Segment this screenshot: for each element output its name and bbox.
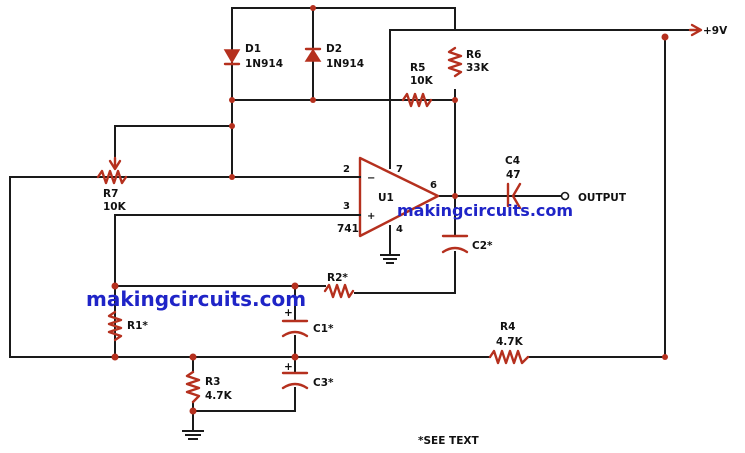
- d1-part: 1N914: [245, 58, 283, 70]
- wires: [9, 7, 701, 431]
- supply-label: +9V: [703, 25, 728, 37]
- opamp-plus: +: [367, 211, 375, 222]
- junction-dot: [452, 193, 458, 199]
- junction-dot: [310, 5, 316, 11]
- junction-dot: [661, 33, 669, 41]
- resistor-icon: [488, 349, 530, 365]
- r1-ref: R1*: [127, 320, 148, 332]
- junction-dot: [111, 282, 119, 290]
- r3-ref: R3: [205, 376, 220, 388]
- pin-6: 6: [430, 180, 437, 191]
- c4-ref: C4: [505, 155, 520, 167]
- resistor-icon: [447, 46, 463, 78]
- c1-polarity: +: [284, 307, 293, 319]
- junction-dot: [229, 97, 235, 103]
- c4-value: 47: [506, 169, 521, 181]
- junction-dot: [229, 174, 235, 180]
- r7-value: 10K: [103, 201, 127, 213]
- u1-part: 741: [337, 223, 359, 235]
- resistor-r2: R2*: [323, 272, 355, 299]
- c1-ref: C1*: [313, 323, 334, 335]
- resistor-icon: [323, 283, 355, 299]
- diode-d1: D1 1N914: [223, 43, 283, 70]
- capacitor-icon: [506, 182, 522, 210]
- r4-ref: R4: [500, 321, 515, 333]
- output-label: OUTPUT: [578, 192, 627, 204]
- capacitor-icon: [281, 371, 309, 390]
- r5-ref: R5: [410, 62, 425, 74]
- resistor-r3: R3 4.7K: [185, 370, 233, 404]
- r3-value: 4.7K: [205, 390, 233, 402]
- r4-value: 4.7K: [496, 336, 524, 348]
- resistor-r4: R4 4.7K: [488, 321, 530, 365]
- resistor-icon: [185, 370, 201, 404]
- capacitor-c1: + C1*: [281, 307, 334, 338]
- resistor-r5: R5 10K: [401, 62, 434, 108]
- c3-ref: C3*: [313, 377, 334, 389]
- opamp-icon: [358, 156, 440, 238]
- junction-dot: [189, 353, 197, 361]
- r2-ref: R2*: [327, 272, 348, 284]
- c3-polarity: +: [284, 361, 293, 373]
- opamp-u1: − + U1 741 2 3 7 4 6: [337, 156, 440, 238]
- c2-ref: C2*: [472, 240, 493, 252]
- watermark-bottom: makingcircuits.com: [86, 287, 306, 311]
- diode-icon: [304, 48, 322, 62]
- wiper-arrow-icon: [108, 156, 122, 171]
- resistor-icon: [401, 92, 433, 108]
- d1-ref: D1: [245, 43, 261, 55]
- d2-ref: D2: [326, 43, 342, 55]
- junction-dot: [229, 123, 235, 129]
- junction-dot: [662, 354, 668, 360]
- junction-dot: [189, 407, 197, 415]
- resistor-r6: R6 33K: [447, 46, 490, 78]
- u1-ref: U1: [378, 192, 394, 204]
- r7-ref: R7: [103, 188, 118, 200]
- ground-opamp-icon: [380, 254, 400, 264]
- junction-dot: [291, 353, 299, 361]
- junction-dot: [111, 353, 119, 361]
- potentiometer-r7: R7 10K: [96, 156, 128, 213]
- r6-ref: R6: [466, 49, 481, 61]
- opamp-minus: −: [367, 173, 375, 184]
- r6-value: 33K: [466, 62, 490, 74]
- footnote: *SEE TEXT: [418, 435, 479, 447]
- potentiometer-icon: [96, 169, 128, 185]
- pin-2: 2: [343, 164, 350, 175]
- output-terminal-icon: [560, 191, 570, 201]
- resistor-r1: R1*: [107, 310, 148, 342]
- junction-dot: [291, 282, 299, 290]
- ground-r3-icon: [182, 430, 204, 440]
- junction-dot: [310, 97, 316, 103]
- pin-7: 7: [396, 164, 403, 175]
- d2-part: 1N914: [326, 58, 364, 70]
- diode-d2: D2 1N914: [304, 43, 364, 70]
- capacitor-c3: + C3*: [281, 361, 334, 390]
- capacitor-icon: [281, 319, 309, 338]
- capacitor-c2: C2*: [441, 234, 493, 254]
- pin-4: 4: [396, 224, 403, 235]
- r5-value: 10K: [410, 75, 434, 87]
- capacitor-c4: C4 47: [505, 155, 522, 210]
- junction-dots: [111, 5, 669, 415]
- supply-arrow-icon: [688, 23, 703, 37]
- pin-3: 3: [343, 201, 350, 212]
- junction-dot: [452, 97, 458, 103]
- capacitor-icon: [441, 234, 469, 254]
- diode-icon: [223, 49, 241, 64]
- watermark-top: makingcircuits.com: [397, 201, 573, 220]
- resistor-icon: [107, 310, 123, 342]
